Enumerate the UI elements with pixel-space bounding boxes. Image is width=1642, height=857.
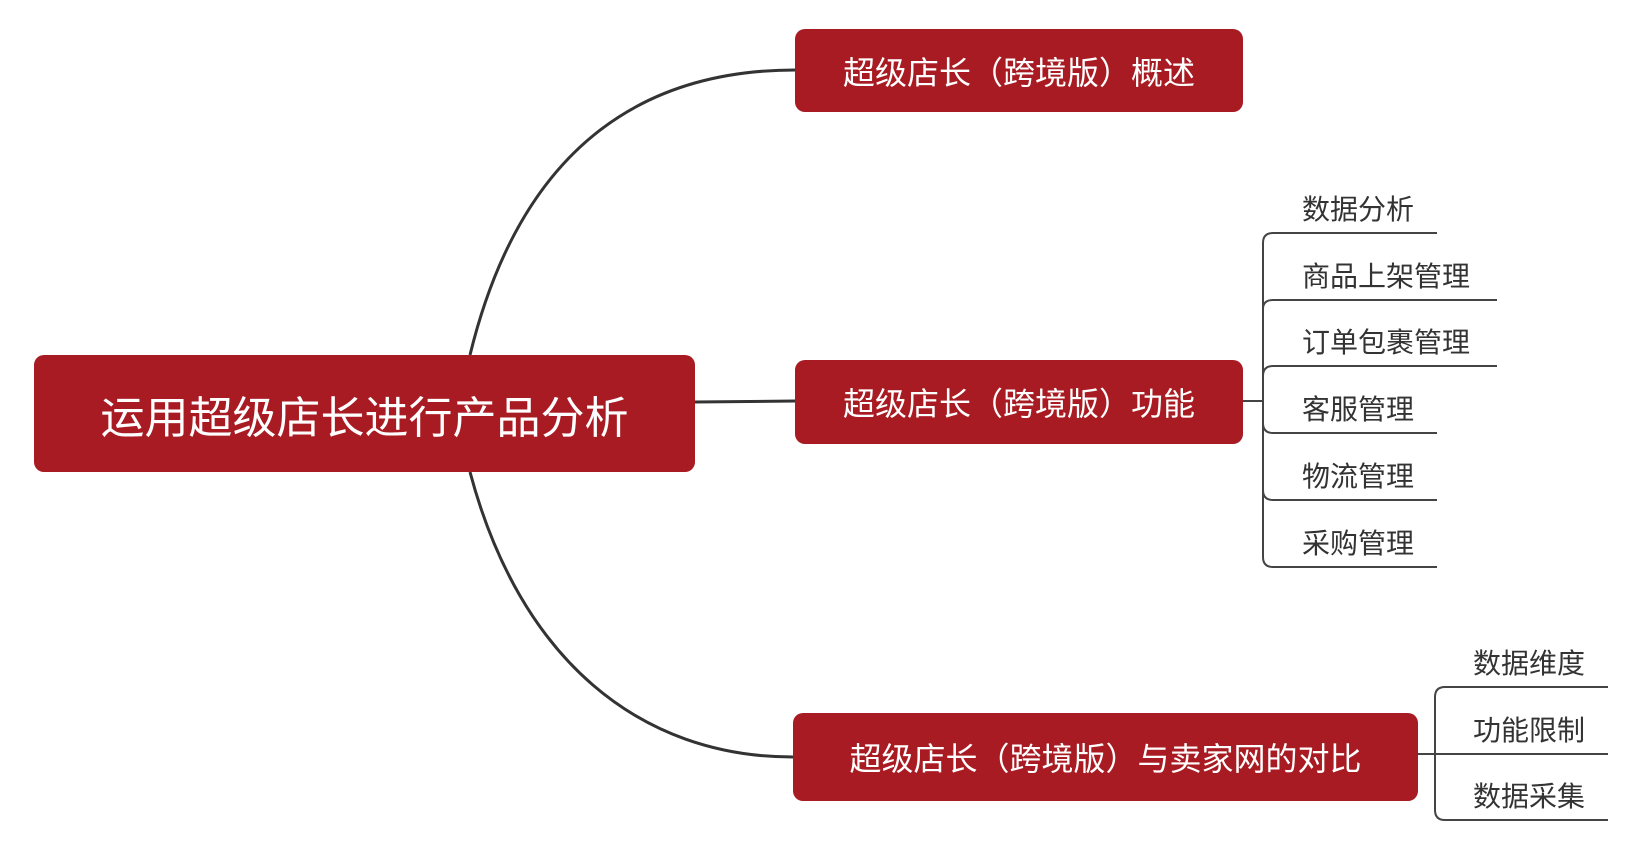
subtopic-purchasing[interactable]: 采购管理 [1302, 527, 1415, 560]
topic-functions[interactable]: 超级店长（跨境版）功能 [795, 360, 1243, 444]
topic-comparison-label: 超级店长（跨境版）与卖家网的对比 [849, 740, 1362, 778]
subtopic-product-listing[interactable]: 商品上架管理 [1302, 260, 1471, 293]
connector-root-to-functions [694, 399, 796, 404]
topic-overview-label: 超级店长（跨境版）概述 [842, 53, 1195, 92]
connector-comparison-bracket [1434, 686, 1608, 821]
topic-overview[interactable]: 超级店长（跨境版）概述 [795, 29, 1243, 112]
subtopic-order-package[interactable]: 订单包裹管理 [1302, 326, 1471, 359]
subtopic-customer-service[interactable]: 客服管理 [1302, 393, 1415, 426]
subtopic-data-collection[interactable]: 数据采集 [1473, 780, 1586, 813]
root-topic-label: 运用超级店长进行产品分析 [100, 392, 629, 444]
topic-comparison[interactable]: 超级店长（跨境版）与卖家网的对比 [793, 713, 1418, 801]
subtopic-logistics[interactable]: 物流管理 [1302, 460, 1415, 493]
connector-functions-bracket [1262, 232, 1437, 568]
connector-root-to-comparison [468, 471, 794, 759]
subtopic-data-dimension[interactable]: 数据维度 [1473, 647, 1586, 680]
connector-root-to-overview [468, 68, 796, 356]
topic-functions-label: 超级店长（跨境版）功能 [842, 385, 1195, 423]
subtopic-data-analysis[interactable]: 数据分析 [1302, 193, 1415, 226]
subtopic-feature-limits[interactable]: 功能限制 [1473, 714, 1586, 747]
root-topic[interactable]: 运用超级店长进行产品分析 [34, 355, 695, 472]
